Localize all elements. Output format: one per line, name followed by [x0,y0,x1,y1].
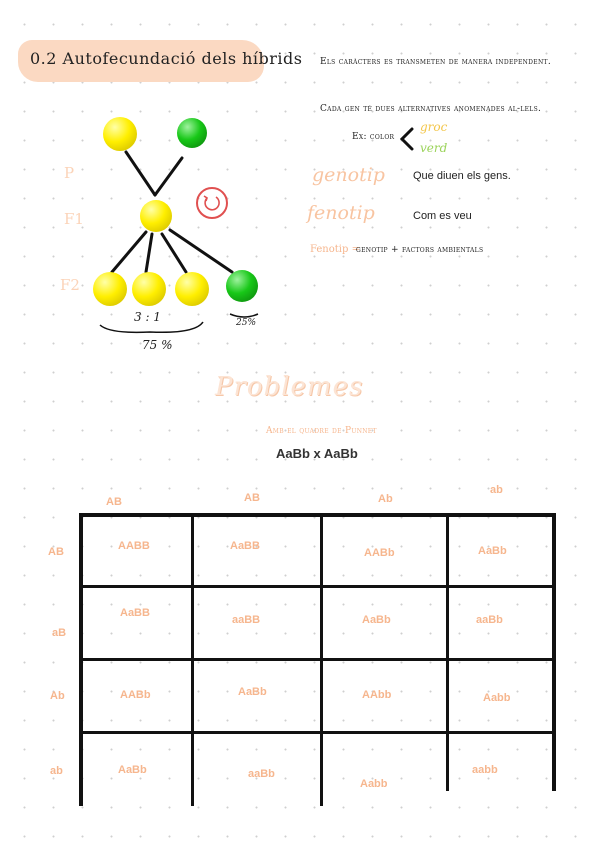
f2-green-pea [226,270,258,302]
punnett-cell: Aabb [360,778,388,790]
punnett-cell: aaBB [232,614,261,626]
fenotip-formula-label: Fenotip = [310,244,360,255]
punnett-subtitle: Amb el quadre de Punnet [266,426,377,436]
row-header-1: AB [48,546,64,558]
punnett-cell: AaBb [238,686,267,698]
punnett-cell: AABb [120,689,151,701]
punnett-cell: AAbb [362,689,392,701]
cross-formula: AaBb x AaBb [276,446,358,461]
example-label: Ex: color [352,132,395,142]
punnett-cell: AaBb [118,764,147,776]
grid-line-row-1 [79,585,555,588]
refresh-icon [196,187,228,219]
punnett-cell: AaBb [362,614,391,626]
genotip-label: genotip [312,164,385,186]
row-header-4: ab [50,765,63,777]
brace-icon [399,127,414,151]
genotip-description: Que diuen els gens. [413,170,511,182]
col-header-4: ab [490,484,503,496]
punnett-cell: Aabb [483,692,511,704]
ratio-label: 3 : 1 [134,310,161,324]
grid-line-col-2 [320,516,323,806]
col-header-3: Ab [378,493,393,505]
grid-line-row-3 [79,731,555,734]
percent-75-label: 75 % [142,338,173,352]
col-header-2: AB [244,492,260,504]
parent-green-pea [177,118,207,148]
fenotip-description: Com es veu [413,210,472,222]
note-alleles: Cada gen té dues alternatives anomenades… [320,104,542,114]
title-highlight [18,40,264,82]
punnett-cell: AaBb [478,545,507,557]
percent-25-label: 25% [236,318,257,328]
grid-line-top [79,513,555,517]
problemes-heading: Problemes [215,372,364,402]
punnett-cell: aaBb [248,768,275,780]
row-header-3: Ab [50,690,65,702]
cross-diagram-lines [99,150,259,334]
fenotip-label: fenotip [307,202,375,224]
f2-yellow-pea-1 [93,272,127,306]
grid-line-row-2 [79,658,555,661]
punnett-cell: aaBb [476,614,503,626]
col-header-1: AB [106,496,122,508]
generation-p-label: P [64,164,75,182]
punnett-cell: AABb [364,547,395,559]
punnett-cell: aabb [472,764,498,776]
grid-line-left [79,513,83,806]
f2-yellow-pea-2 [132,272,166,306]
f2-yellow-pea-3 [175,272,209,306]
grid-line-col-3 [446,516,449,791]
parent-yellow-pea [103,117,137,151]
grid-line-right [552,513,556,791]
fenotip-formula: genotip + factors ambientals [356,245,484,255]
example-yellow: groc [420,120,448,134]
row-header-2: aB [52,627,67,639]
note-independent: Els caràcters es transmeten de manera in… [320,57,551,67]
page-title: 0.2 Autofecundació dels híbrids [30,49,303,68]
example-green: verd [420,141,448,155]
punnett-cell: AaBB [230,540,260,552]
generation-f2-label: F2 [60,276,80,294]
generation-f1-label: F1 [64,210,84,228]
punnett-cell: AaBB [120,607,150,619]
punnett-cell: AABB [118,540,150,552]
grid-line-col-1 [191,516,194,806]
f1-yellow-pea [140,200,172,232]
